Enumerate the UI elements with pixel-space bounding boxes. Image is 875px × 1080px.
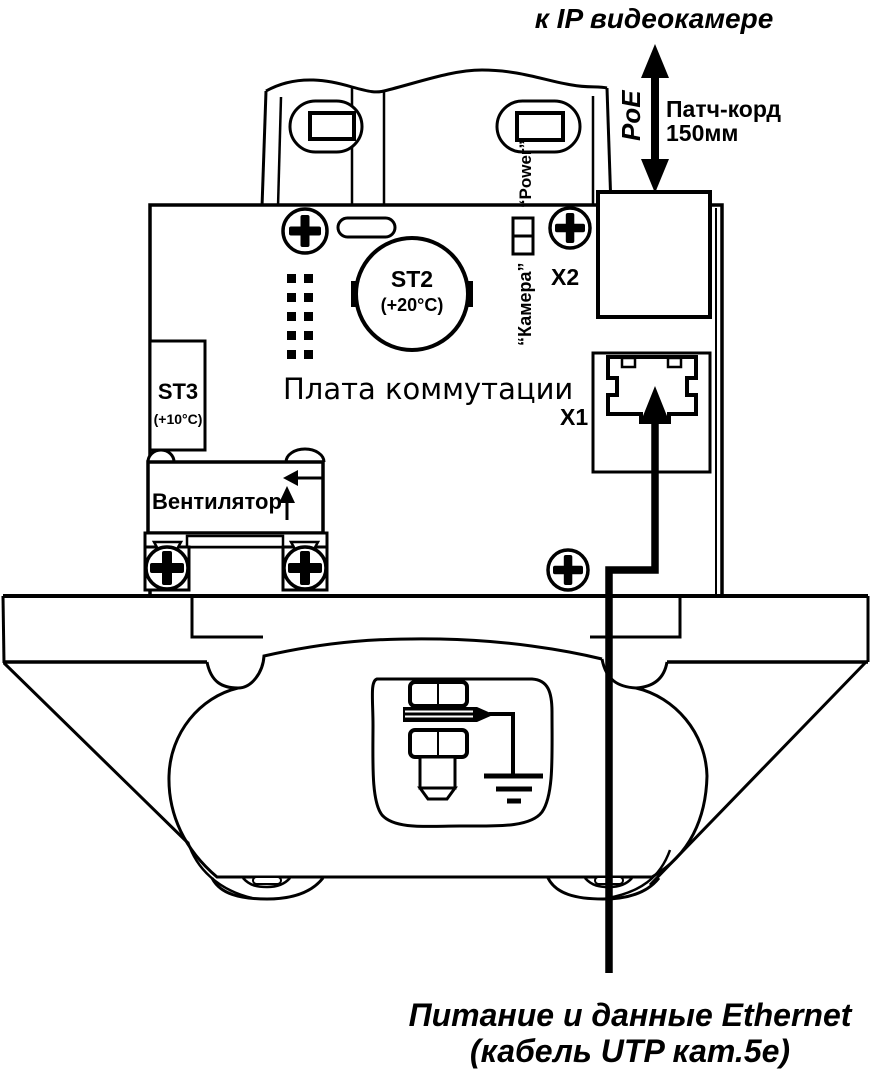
keyhole-slot-left: [288, 99, 364, 154]
switch-board: ST2 (+20°C) Плата коммутации ST3 (+10°C)…: [148, 140, 724, 598]
foot-left: [210, 876, 325, 901]
fan-screw-right: [282, 545, 328, 591]
x1-arrow: [641, 386, 669, 421]
mounting-bracket: [260, 68, 613, 208]
cable-label: Питание и данные Ethernet (кабель UTP ка…: [409, 997, 853, 1069]
board-title: Плата коммутации: [283, 372, 573, 406]
ground-access-window: [370, 677, 554, 828]
patch-cord-arrow: [641, 44, 669, 193]
pin-header: [287, 274, 313, 359]
bracket-wavy-break-line: [265, 68, 608, 94]
led-indicators: “Power” “Камера”: [511, 140, 535, 346]
camera-led: [511, 234, 535, 256]
fan-body: [146, 460, 325, 535]
rj45-jack: [606, 355, 698, 424]
power-led: [511, 216, 535, 238]
fan-unit: Вентилятор: [143, 447, 329, 592]
svg-text:(кабель UTP кат.5е): (кабель UTP кат.5е): [470, 1033, 790, 1069]
ground-symbol: [484, 712, 543, 804]
airflow-arrow-left: [283, 470, 298, 486]
camera-body: [167, 637, 709, 901]
x1-label: X1: [560, 404, 588, 430]
body-top-edge: [237, 637, 603, 690]
st3-temp-label: (+10°C): [154, 411, 203, 427]
arrow-head-down: [641, 159, 669, 193]
st2-label: ST2: [391, 266, 433, 292]
skirt-left-edge: [2, 661, 190, 845]
oval-slot: [336, 216, 397, 239]
x2-label: X2: [551, 264, 579, 290]
bolt-lug: [403, 707, 477, 722]
svg-text:Патч-корд: Патч-корд: [666, 96, 781, 122]
foot-right: [546, 876, 661, 901]
st2-thermostat: ST2 (+20°C): [351, 236, 473, 352]
fan-screw-left: [144, 545, 190, 591]
diagram-title: к IP видеокамере: [535, 3, 774, 34]
ground-wire: [489, 712, 515, 774]
keyhole-slot-right: [495, 99, 582, 154]
st3-label: ST3: [158, 379, 198, 404]
power-led-label: “Power”: [516, 140, 535, 208]
airflow-arrows: [279, 470, 322, 520]
fan-label: Вентилятор: [152, 489, 282, 514]
patch-cord-label: Патч-корд 150мм: [666, 96, 781, 146]
svg-text:150мм: 150мм: [666, 120, 738, 146]
ground-bolt: [403, 680, 494, 801]
screw-bottom-right: [546, 548, 590, 592]
screw-near-x2: [548, 206, 592, 250]
svg-text:Питание и данные Ethernet: Питание и данные Ethernet: [409, 997, 853, 1033]
st2-temp-label: (+20°C): [381, 295, 444, 315]
camera-led-label: “Камера”: [515, 262, 535, 346]
bolt-tip: [417, 786, 458, 801]
st3-thermostat: ST3 (+10°C): [148, 339, 207, 452]
x2-connector: X2: [551, 190, 712, 319]
arrow-head-up: [641, 44, 669, 78]
ethernet-cable: [605, 418, 659, 973]
poe-label: PoE: [616, 90, 646, 141]
fan-bracket: [143, 531, 329, 592]
screw-top-center: [281, 207, 329, 255]
airflow-arrow-up: [279, 486, 295, 503]
